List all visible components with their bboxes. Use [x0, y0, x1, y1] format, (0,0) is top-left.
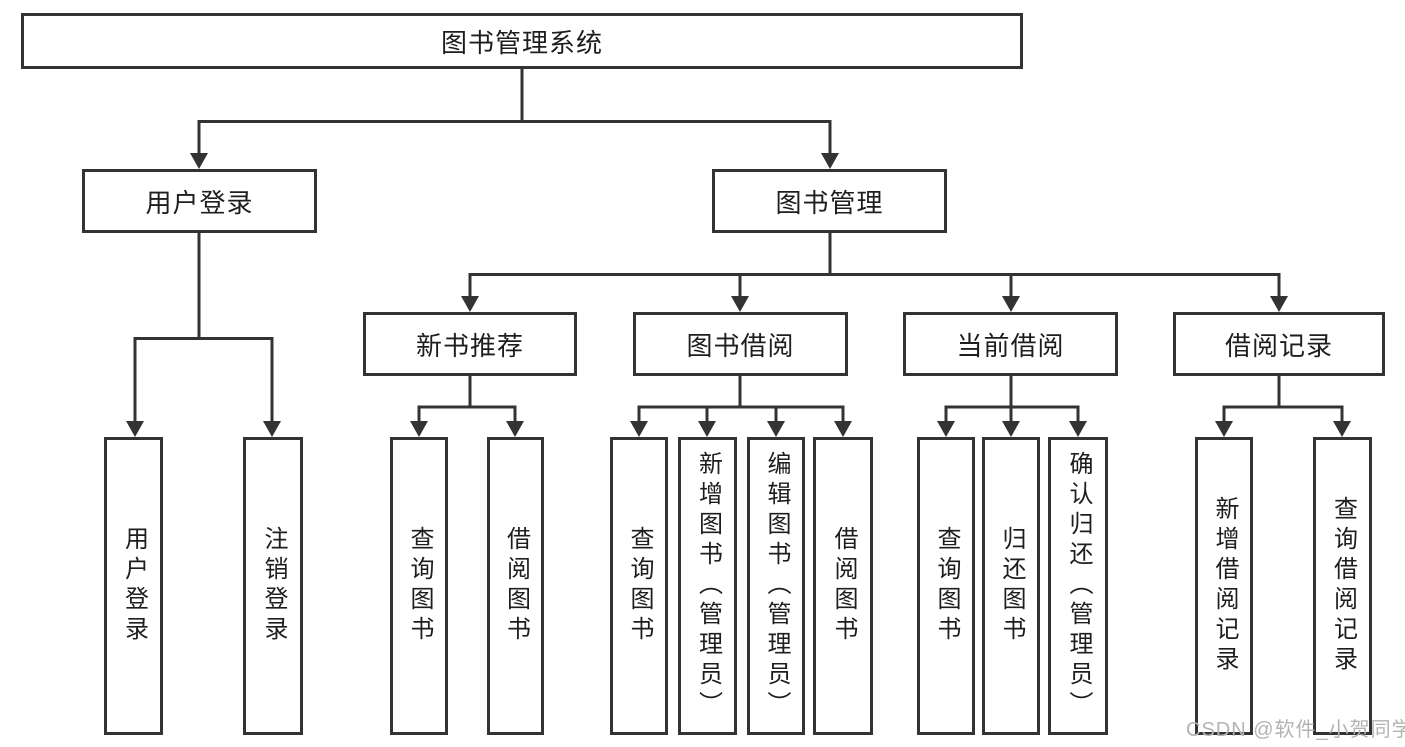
leaf-query-books: 查询图书	[917, 437, 975, 735]
node-label: 查询图书	[626, 526, 653, 646]
node-label: 查询借阅记录	[1329, 496, 1357, 676]
leaf-borrow-books: 借阅图书	[487, 437, 544, 735]
node-label: 借阅图书	[502, 526, 530, 646]
node-label: 借阅图书	[830, 526, 857, 646]
node-current-borrow: 当前借阅	[903, 312, 1118, 376]
node-label: 查询图书	[406, 526, 433, 646]
csdn-watermark: CSDN @软件_小贺同学	[1186, 719, 1405, 741]
leaf-add-books-admin: 新增图书（管理员）	[678, 437, 737, 735]
node-label: 归还图书	[998, 526, 1025, 646]
node-label: 新增图书（管理员）	[694, 451, 722, 721]
leaf-query-borrow-record: 查询借阅记录	[1313, 437, 1372, 735]
leaf-logout: 注销登录	[243, 437, 303, 735]
node-label: 图书管理系统	[440, 27, 603, 58]
node-root: 图书管理系统	[21, 13, 1023, 69]
node-label: 编辑图书（管理员）	[763, 451, 790, 721]
leaf-query-books: 查询图书	[610, 437, 668, 735]
node-new-book-recommend: 新书推荐	[363, 312, 577, 376]
node-label: 确认归还（管理员）	[1065, 451, 1092, 721]
node-book-borrow: 图书借阅	[633, 312, 848, 376]
leaf-query-books: 查询图书	[390, 437, 448, 735]
node-label: 新增借阅记录	[1211, 496, 1238, 676]
leaf-add-borrow-record: 新增借阅记录	[1195, 437, 1253, 735]
node-label: 用户登录	[145, 187, 254, 218]
node-label: 查询图书	[933, 526, 960, 646]
node-user-login: 用户登录	[82, 169, 317, 233]
node-label: 借阅记录	[1224, 330, 1333, 361]
leaf-edit-books-admin: 编辑图书（管理员）	[747, 437, 805, 735]
node-book-management: 图书管理	[712, 169, 947, 233]
node-label: 新书推荐	[415, 330, 524, 361]
node-label: 当前借阅	[956, 330, 1065, 361]
arrowheads	[126, 153, 1351, 437]
node-label: 注销登录	[260, 526, 287, 646]
node-label: 用户登录	[120, 526, 148, 646]
leaf-borrow-books: 借阅图书	[813, 437, 873, 735]
leaf-confirm-return-admin: 确认归还（管理员）	[1048, 437, 1108, 735]
leaf-return-books: 归还图书	[982, 437, 1040, 735]
node-borrow-records: 借阅记录	[1173, 312, 1385, 376]
node-label: 图书管理	[775, 187, 884, 218]
connector-paths	[133, 69, 1344, 422]
node-label: 图书借阅	[686, 330, 795, 361]
leaf-user-login: 用户登录	[104, 437, 163, 735]
